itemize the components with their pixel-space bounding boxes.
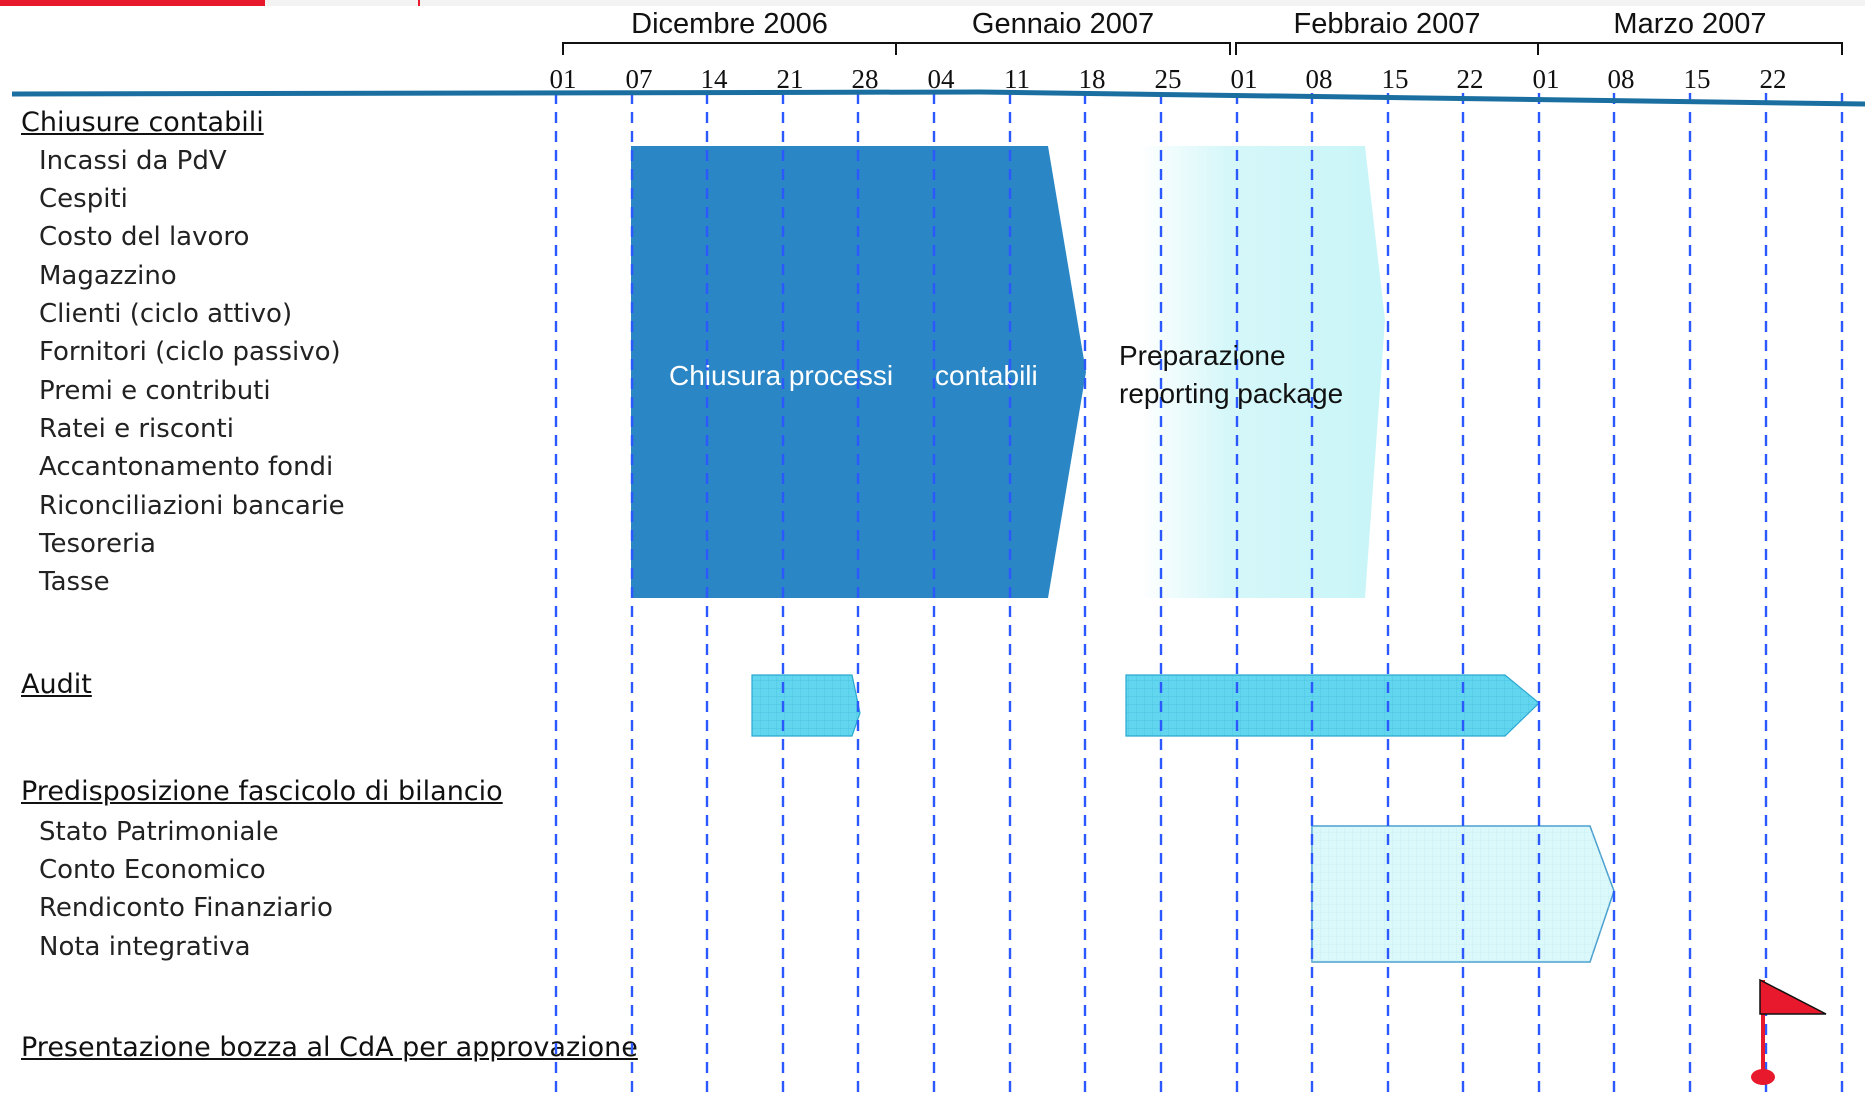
flag-cloth	[1759, 978, 1827, 1015]
week-label: 14	[701, 64, 729, 94]
flag-base	[1751, 1069, 1775, 1085]
month-label: Febbraio 2007	[1293, 8, 1480, 40]
week-label: 07	[626, 64, 653, 94]
section-title-audit: Audit	[21, 669, 92, 700]
preparazione-bar	[1140, 146, 1385, 598]
row-label-rendiconto: Rendiconto Finanziario	[39, 893, 333, 923]
chiusura-bar-label-a: Chiusura processi	[669, 360, 893, 391]
row-label-riconciliazioni: Riconciliazioni bancarie	[39, 491, 345, 521]
week-label: 08	[1306, 64, 1333, 94]
row-label-nota-integrativa: Nota integrativa	[39, 932, 251, 962]
month-bracket	[895, 42, 1231, 55]
week-label: 04	[928, 64, 956, 94]
row-label-cespiti: Cespiti	[39, 184, 128, 214]
month-bracket	[562, 42, 897, 55]
row-label-tasse: Tasse	[39, 567, 110, 597]
row-label-stato-patrimoniale: Stato Patrimoniale	[39, 817, 279, 847]
month-label: Dicembre 2006	[631, 8, 828, 40]
week-label: 08	[1608, 64, 1635, 94]
row-label-accantonamento: Accantonamento fondi	[39, 452, 334, 482]
row-label-tesoreria: Tesoreria	[39, 529, 156, 559]
week-label: 25	[1155, 64, 1182, 94]
row-label-magazzino: Magazzino	[39, 261, 177, 291]
month-label: Marzo 2007	[1613, 8, 1766, 40]
preparazione-bar-label-1: Preparazione	[1119, 340, 1286, 371]
audit-bar-2-texture	[1126, 675, 1539, 736]
week-label: 18	[1079, 64, 1106, 94]
row-label-premi: Premi e contributi	[39, 376, 271, 406]
week-label: 01	[550, 64, 577, 94]
week-label: 01	[1231, 64, 1258, 94]
week-label: 15	[1684, 64, 1711, 94]
week-label: 11	[1004, 64, 1030, 94]
week-label: 21	[777, 64, 804, 94]
row-label-conto-economico: Conto Economico	[39, 855, 266, 885]
section-title-fascicolo: Predisposizione fascicolo di bilancio	[21, 776, 503, 807]
row-label-incassi: Incassi da PdV	[39, 146, 227, 176]
week-label: 22	[1760, 64, 1787, 94]
week-label: 22	[1457, 64, 1484, 94]
flag-icon	[1751, 978, 1827, 1085]
row-label-clienti: Clienti (ciclo attivo)	[39, 299, 293, 329]
month-bracket	[1235, 42, 1539, 55]
week-label: 28	[852, 64, 879, 94]
brand-accent-mark	[418, 0, 420, 6]
row-label-ratei: Ratei e risconti	[39, 414, 234, 444]
audit-bar-1-texture	[752, 675, 860, 736]
row-labels: Chiusure contabili Incassi da PdV Cespit…	[0, 0, 700, 1094]
row-label-fornitori: Fornitori (ciclo passivo)	[39, 337, 341, 367]
timeline-axis	[11, 89, 1865, 107]
chiusura-bar-label-b: contabili	[935, 360, 1038, 391]
preparazione-bar-label-2: reporting package	[1119, 378, 1343, 409]
week-label: 15	[1382, 64, 1409, 94]
top-bar	[0, 0, 1865, 6]
row-label-costo-lavoro: Costo del lavoro	[39, 222, 250, 252]
month-bracket	[1537, 42, 1843, 55]
section-title-chiusure: Chiusure contabili	[21, 107, 264, 138]
month-label: Gennaio 2007	[972, 8, 1154, 40]
week-label: 01	[1533, 64, 1560, 94]
section-title-presentazione: Presentazione bozza al CdA per approvazi…	[21, 1032, 638, 1063]
chiusura-bar	[631, 146, 1086, 598]
brand-accent-bar	[0, 0, 265, 6]
